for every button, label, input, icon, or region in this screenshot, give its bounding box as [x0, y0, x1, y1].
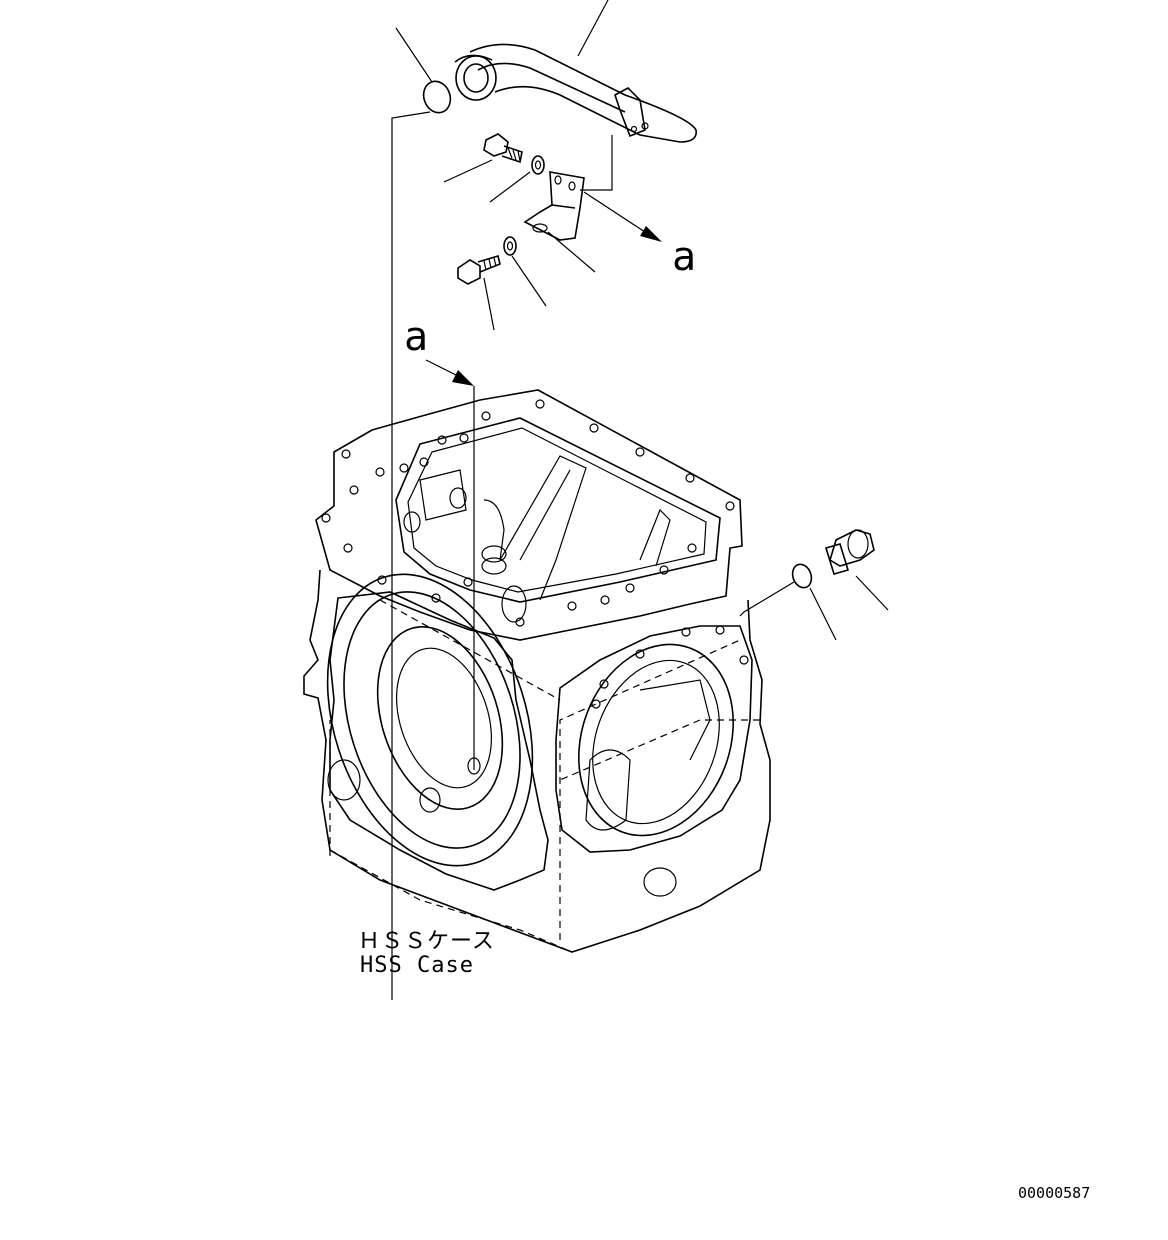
- reference-arrow-a-right: [583, 191, 662, 242]
- hss-case: [303, 389, 771, 953]
- breather-pipe: [454, 43, 697, 143]
- leader-lines-upper: [391, 0, 613, 1000]
- upper-washer: [531, 155, 545, 175]
- flange-bolt-holes: [321, 399, 735, 627]
- ref-label-a-lower: a: [404, 314, 428, 360]
- reference-arrow-a-left: [425, 359, 475, 770]
- case-label-en: HSS Case: [360, 953, 474, 978]
- leader-lines-lower: [739, 575, 889, 641]
- upper-bolt: [483, 133, 523, 164]
- ref-label-a-upper: a: [672, 234, 696, 280]
- drain-plug: [824, 529, 875, 575]
- case-label-jp: ＨＳＳケース: [358, 929, 495, 954]
- pipe-bracket: [523, 171, 585, 241]
- lower-washer: [503, 236, 517, 256]
- plug-o-ring: [791, 563, 813, 589]
- drawing-number: 00000587: [1018, 1184, 1090, 1202]
- lower-bolt: [457, 254, 501, 285]
- pipe-o-ring: [422, 80, 452, 114]
